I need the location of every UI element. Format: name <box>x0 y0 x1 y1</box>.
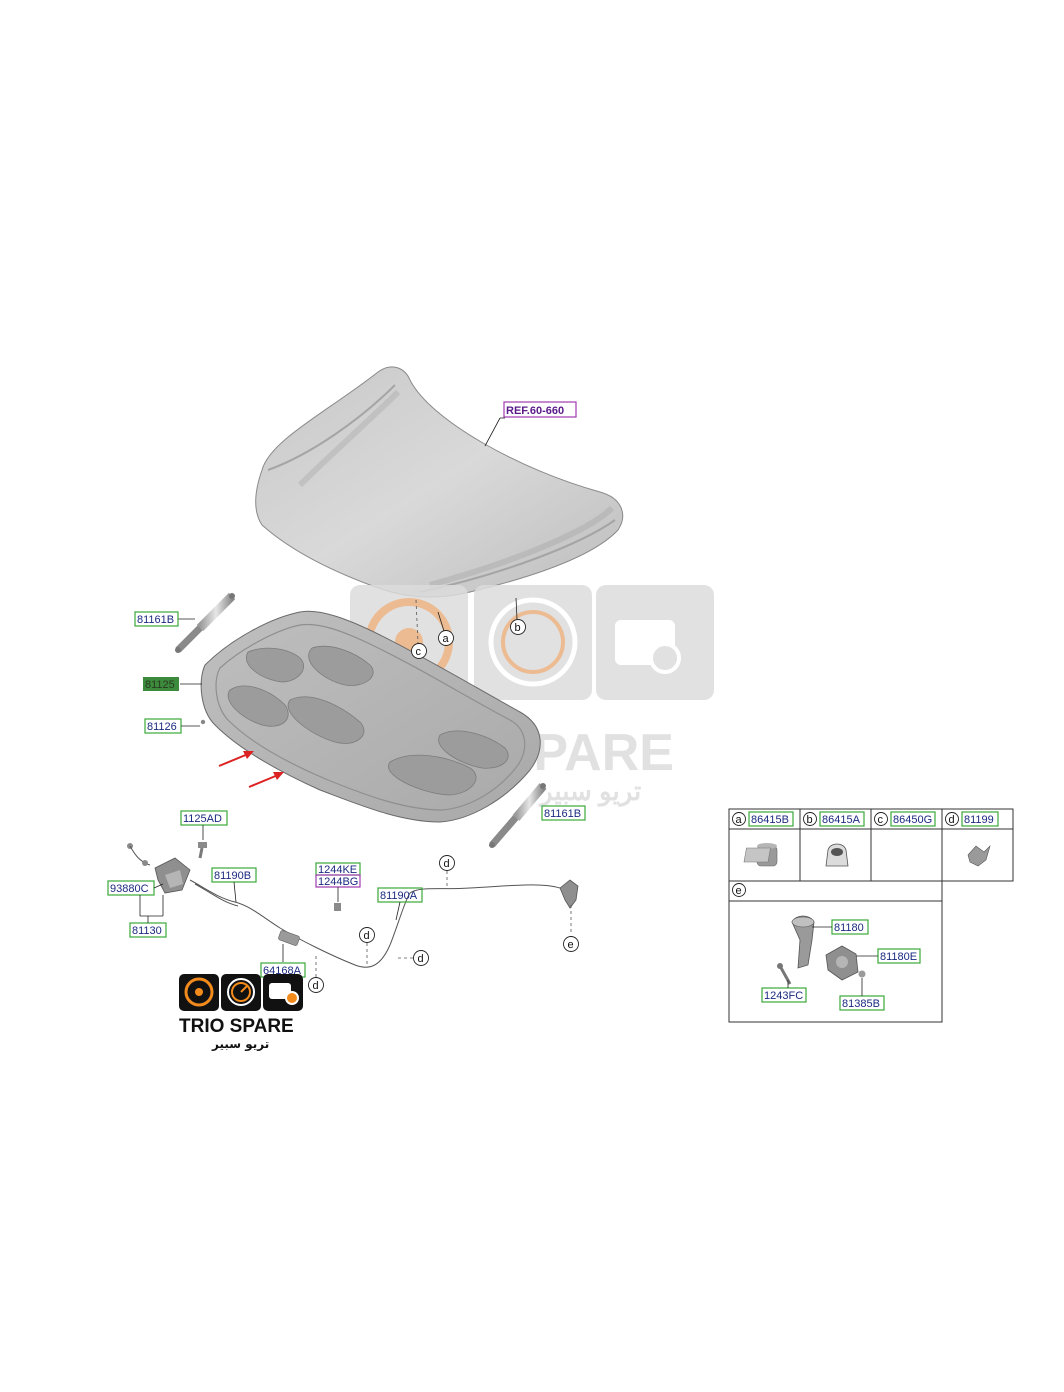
svg-text:81199: 81199 <box>964 814 994 826</box>
svg-text:86415B: 86415B <box>751 814 789 826</box>
svg-text:d: d <box>364 930 370 942</box>
circle-e: e <box>568 939 574 951</box>
svg-text:d: d <box>313 980 319 992</box>
svg-text:86450G: 86450G <box>893 814 932 826</box>
key-cell-c: c 86450G <box>743 811 936 863</box>
svg-text:81125: 81125 <box>145 679 175 691</box>
red-arrows <box>218 751 284 788</box>
rubber-cap-icon <box>825 843 849 867</box>
hood-insulator <box>200 610 541 823</box>
circle-a: a <box>443 633 450 645</box>
bolt-1125AD <box>198 842 207 859</box>
svg-text:1244KE: 1244KE <box>318 864 357 876</box>
watermark-gauge-icon <box>488 597 578 687</box>
callout-circles-top: c a b <box>411 597 526 659</box>
gas-stay-left <box>175 592 236 653</box>
ref-label-callout: REF.60-660 <box>484 401 577 447</box>
lever-bracket-icon <box>825 945 859 981</box>
label-1125AD: 1125AD <box>180 810 228 840</box>
svg-text:b: b <box>807 814 813 826</box>
svg-text:81190B: 81190B <box>214 870 251 882</box>
svg-text:81130: 81130 <box>132 925 162 937</box>
svg-text:81190A: 81190A <box>380 890 418 902</box>
svg-text:1125AD: 1125AD <box>183 813 222 825</box>
release-handle: e <box>559 879 579 952</box>
svg-text:d: d <box>949 814 955 826</box>
label-81190B: 81190B <box>211 867 257 903</box>
svg-text:86415A: 86415A <box>822 814 861 826</box>
release-lever-icon <box>791 915 815 969</box>
label-1244KE-1244BG: 1244KE 1244BG <box>315 862 361 911</box>
svg-text:a: a <box>736 814 743 826</box>
svg-text:1243FC: 1243FC <box>764 990 803 1002</box>
gauge-icon <box>227 978 255 1006</box>
label-81130: 81130 <box>129 895 167 938</box>
label-93880C: 93880C <box>107 880 164 896</box>
svg-text:e: e <box>736 885 742 897</box>
key-cell-d: d 81199 <box>945 811 999 867</box>
trio-spare-logo: TRIO SPARE تريو سبير <box>179 974 303 1052</box>
hood-latch-assembly <box>127 843 191 894</box>
circle-b: b <box>515 622 521 634</box>
svg-text:c: c <box>878 814 884 826</box>
svg-text:1244BG: 1244BG <box>318 876 358 888</box>
svg-text:93880C: 93880C <box>110 883 149 895</box>
label-81125: 81125 <box>143 677 202 691</box>
grommet-icon <box>858 970 866 978</box>
label-81126: 81126 <box>144 718 206 734</box>
svg-text:d: d <box>418 953 424 965</box>
key-cell-b: b 86415A <box>803 811 865 867</box>
label-64168A: 64168A <box>260 944 306 978</box>
label-81190A: 81190A <box>377 887 423 921</box>
key-section-e: e 81180 81180E 1243FC <box>732 883 921 1011</box>
circle-c: c <box>416 646 422 658</box>
engine-icon <box>269 983 291 999</box>
svg-text:81180E: 81180E <box>880 951 917 963</box>
callout-d-markers: d d d d <box>308 855 455 993</box>
label-81161B-right: 81161B <box>541 805 586 821</box>
label-81161B-left: 81161B <box>134 611 195 627</box>
gas-stay-right <box>489 783 547 848</box>
release-cable <box>189 879 561 968</box>
watermark-brand-ar: تريو سبير <box>538 776 641 807</box>
speaker-icon <box>184 977 214 1007</box>
pad-icon <box>743 847 771 863</box>
svg-text:81126: 81126 <box>147 721 177 733</box>
logo-brand-ar: تريو سبير <box>211 1037 269 1052</box>
cable-clip <box>278 930 300 946</box>
clip-icon <box>967 844 991 867</box>
svg-text:81161B: 81161B <box>137 614 174 626</box>
svg-text:81385B: 81385B <box>842 998 880 1010</box>
ref-label: REF.60-660 <box>506 405 564 417</box>
key-table: a 86415B b 86415A c 86450G <box>728 808 1014 1023</box>
svg-text:81161B: 81161B <box>544 808 581 820</box>
logo-brand-text: TRIO SPARE <box>179 1016 294 1037</box>
svg-text:d: d <box>444 858 450 870</box>
svg-text:81180: 81180 <box>834 922 864 934</box>
